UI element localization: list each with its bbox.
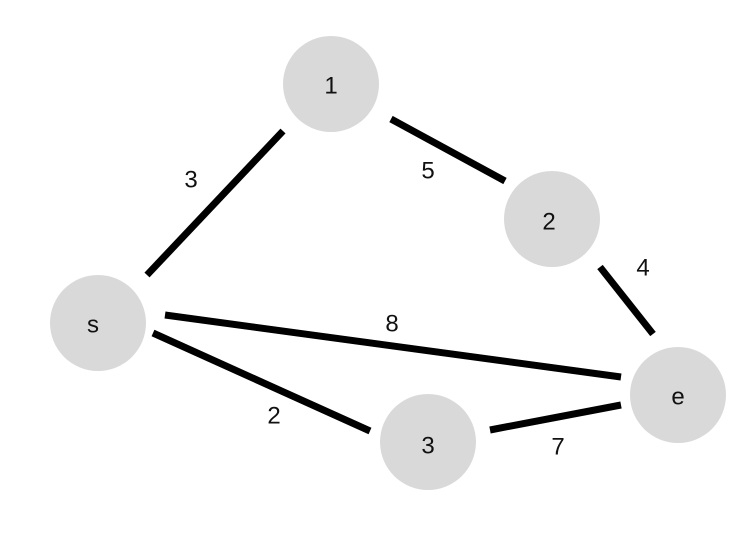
edge-weight-s-3: 2 xyxy=(267,403,280,430)
edge-2-e xyxy=(597,264,656,337)
edge-s-3 xyxy=(151,329,372,435)
node-3-circle xyxy=(380,394,476,490)
edge-weight-s-e: 8 xyxy=(385,311,398,338)
node-s: s xyxy=(50,275,146,371)
node-s-circle xyxy=(50,275,146,371)
nodes: s 1 2 3 e xyxy=(50,36,726,490)
edge-s-e xyxy=(164,311,622,381)
node-e-circle xyxy=(630,347,726,443)
node-e-label: e xyxy=(671,384,684,411)
node-1-circle xyxy=(283,36,379,132)
node-1: 1 xyxy=(283,36,379,132)
node-2: 2 xyxy=(504,171,600,267)
edge-1-2 xyxy=(389,115,507,185)
node-3: 3 xyxy=(380,394,476,490)
node-2-label: 2 xyxy=(542,209,555,236)
node-1-label: 1 xyxy=(324,73,337,100)
edge-weight-2-e: 4 xyxy=(636,255,649,282)
node-3-label: 3 xyxy=(421,433,434,460)
node-2-circle xyxy=(504,171,600,267)
edge-s-1 xyxy=(144,128,286,278)
edges xyxy=(144,115,656,435)
edge-weight-1-2: 5 xyxy=(421,158,434,185)
edge-labels: 3 5 4 8 2 7 xyxy=(184,158,649,461)
node-e: e xyxy=(630,347,726,443)
edge-3-e xyxy=(489,401,622,434)
node-s-label: s xyxy=(87,312,99,339)
edge-weight-3-e: 7 xyxy=(551,434,564,461)
edge-weight-s-1: 3 xyxy=(184,167,197,194)
